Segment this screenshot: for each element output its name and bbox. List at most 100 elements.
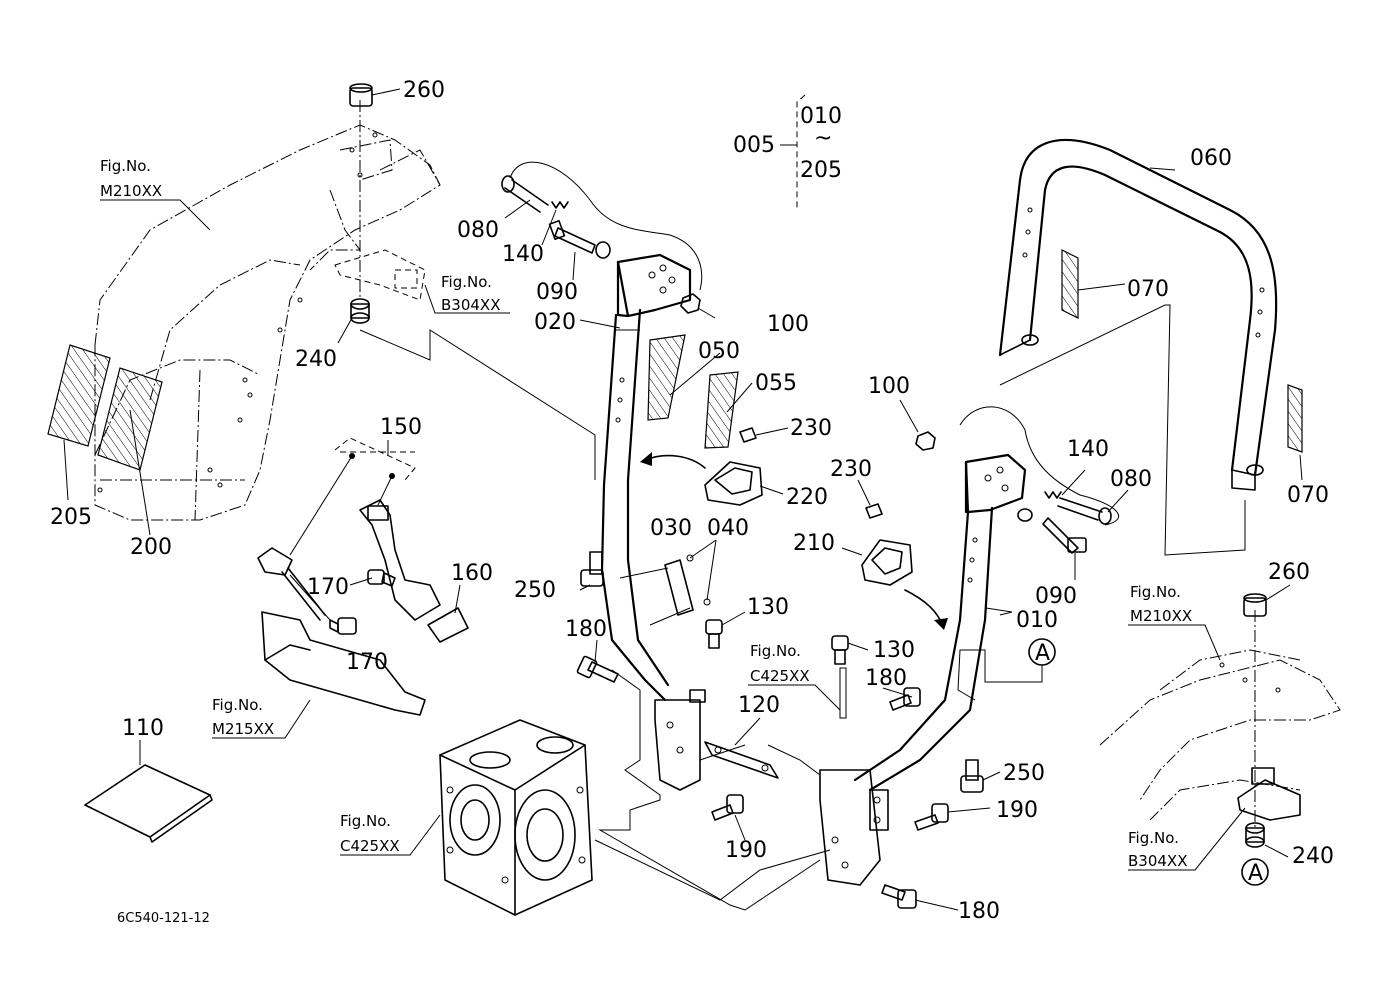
bolt-180-left bbox=[576, 655, 619, 683]
assembly-arrow-left bbox=[644, 454, 706, 469]
figref-m210-right-number: M210XX bbox=[1130, 607, 1192, 625]
decal-050 bbox=[647, 334, 686, 421]
bolt-090-left bbox=[548, 219, 611, 259]
label-100-right: 100 bbox=[868, 374, 910, 399]
figure-references: Fig.No. M210XX Fig.No. B304XX Fig.No. M2… bbox=[100, 157, 1192, 870]
label-130-left: 130 bbox=[747, 595, 789, 620]
label-250-right: 250 bbox=[1003, 761, 1045, 786]
label-040: 040 bbox=[707, 516, 749, 541]
reference-marker-a-2 bbox=[1241, 858, 1269, 886]
left-fender-decals bbox=[47, 344, 163, 471]
label-110: 110 bbox=[122, 716, 164, 741]
nut-100-right bbox=[915, 431, 936, 451]
label-030: 030 bbox=[650, 516, 692, 541]
label-260-right: 260 bbox=[1268, 560, 1310, 585]
figref-m210-left-number: M210XX bbox=[100, 182, 162, 200]
figref-b304-top-prefix: Fig.No. bbox=[441, 273, 492, 291]
pin-080-right bbox=[959, 406, 1120, 526]
label-090-right: 090 bbox=[1035, 584, 1077, 609]
pin-080-left bbox=[501, 161, 703, 291]
label-150: 150 bbox=[380, 415, 422, 440]
label-140-right: 140 bbox=[1067, 437, 1109, 462]
figref-m210-left-prefix: Fig.No. bbox=[100, 157, 151, 175]
label-230-right: 230 bbox=[830, 457, 872, 482]
label-190-right: 190 bbox=[996, 798, 1038, 823]
drawing-code: 6C540-121-12 bbox=[117, 911, 210, 926]
leader-lines bbox=[63, 88, 1303, 911]
figref-b304-top-number: B304XX bbox=[441, 296, 500, 314]
figref-m215-prefix: Fig.No. bbox=[212, 696, 263, 714]
figref-c425-mid-number: C425XX bbox=[750, 667, 810, 685]
decal-070-right bbox=[1287, 384, 1303, 453]
label-250-left: 250 bbox=[514, 578, 556, 603]
spring-140-left bbox=[551, 201, 569, 209]
right-fender-illustration bbox=[1099, 649, 1341, 821]
label-205: 205 bbox=[50, 505, 92, 530]
decal-055 bbox=[704, 371, 739, 449]
bolt-090-right bbox=[1017, 508, 1087, 554]
label-080-right: 080 bbox=[1110, 467, 1152, 492]
label-marker-a-1: A bbox=[1035, 641, 1050, 666]
label-090-left: 090 bbox=[536, 280, 578, 305]
reference-marker-a-1 bbox=[1028, 638, 1056, 666]
plate-030 bbox=[664, 554, 711, 616]
label-180-left: 180 bbox=[565, 617, 607, 642]
label-140-left: 140 bbox=[502, 242, 544, 267]
spring-140-right bbox=[1044, 491, 1062, 499]
label-240-right: 240 bbox=[1292, 844, 1334, 869]
label-010: 010 bbox=[1016, 608, 1058, 633]
clip-230-left bbox=[739, 427, 757, 443]
label-130-right: 130 bbox=[873, 638, 915, 663]
label-170-lower: 170 bbox=[346, 650, 388, 675]
rubber-mount-240-right bbox=[1245, 822, 1265, 848]
bolt-250-left bbox=[580, 551, 604, 587]
rops-post-010 bbox=[819, 453, 1027, 886]
label-060: 060 bbox=[1190, 146, 1232, 171]
label-210: 210 bbox=[793, 531, 835, 556]
label-020: 020 bbox=[534, 310, 576, 335]
seat-belt-assembly bbox=[257, 437, 469, 716]
bolt-190-right bbox=[914, 803, 949, 831]
label-100-left: 100 bbox=[767, 312, 809, 337]
figref-c425-left-prefix: Fig.No. bbox=[340, 812, 391, 830]
figref-b304-right-number: B304XX bbox=[1128, 852, 1187, 870]
label-050: 050 bbox=[698, 339, 740, 364]
label-240-left: 240 bbox=[295, 347, 337, 372]
part-number-labels: 005 010 ~ 205 060 070 070 260 260 240 24… bbox=[50, 78, 1334, 924]
label-180-right-lower: 180 bbox=[958, 899, 1000, 924]
label-180-right-upper: 180 bbox=[865, 666, 907, 691]
bolt-180-right-upper bbox=[889, 687, 921, 711]
label-230-left: 230 bbox=[790, 416, 832, 441]
figref-b304-right-prefix: Fig.No. bbox=[1128, 829, 1179, 847]
label-055: 055 bbox=[755, 371, 797, 396]
label-080-left: 080 bbox=[457, 218, 499, 243]
nut-100-left bbox=[680, 293, 701, 314]
label-260-left: 260 bbox=[403, 78, 445, 103]
figref-c425-left-number: C425XX bbox=[340, 837, 400, 855]
plate-120 bbox=[704, 741, 779, 779]
bolt-190-left bbox=[711, 794, 744, 821]
decal-070-left bbox=[1061, 249, 1079, 319]
label-160: 160 bbox=[451, 561, 493, 586]
label-120: 120 bbox=[738, 693, 780, 718]
bolt-130-left bbox=[705, 619, 723, 649]
label-170-upper: 170 bbox=[307, 575, 349, 600]
bolt-170-upper bbox=[367, 569, 396, 587]
operator-manual-110 bbox=[84, 764, 213, 843]
nut-260-left bbox=[349, 83, 373, 107]
rops-post-020 bbox=[600, 253, 706, 791]
figref-c425-mid-prefix: Fig.No. bbox=[750, 642, 801, 660]
label-marker-a-2: A bbox=[1248, 861, 1263, 886]
label-range-tilde: ~ bbox=[814, 126, 832, 151]
pad-210 bbox=[861, 539, 913, 586]
figref-m210-right-prefix: Fig.No. bbox=[1130, 583, 1181, 601]
rubber-mount-240-left bbox=[350, 298, 370, 324]
label-070-lower: 070 bbox=[1287, 483, 1329, 508]
bolt-180-right-lower bbox=[881, 884, 917, 909]
bolt-170-lower bbox=[329, 617, 357, 635]
label-205-range: 205 bbox=[800, 158, 842, 183]
figref-m215-number: M215XX bbox=[212, 720, 274, 738]
transmission-case bbox=[439, 719, 593, 916]
label-070-upper: 070 bbox=[1127, 277, 1169, 302]
